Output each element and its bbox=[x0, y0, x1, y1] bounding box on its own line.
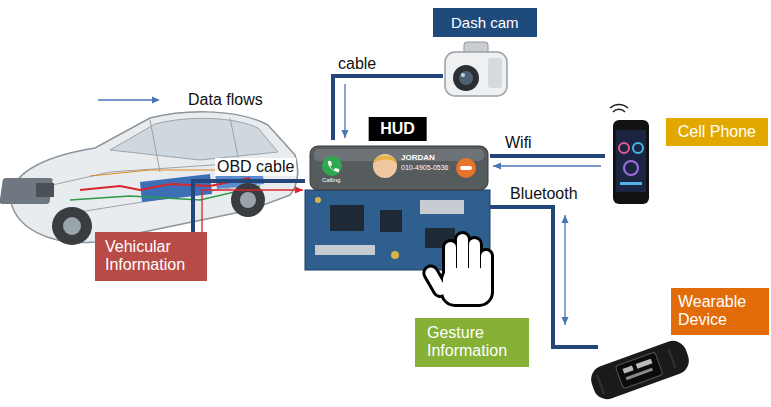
legend-arrow bbox=[152, 97, 160, 104]
car-illustration bbox=[110, 118, 278, 160]
data-flow-line bbox=[202, 190, 303, 232]
gesture-hand-icon bbox=[443, 268, 491, 304]
node-text: Vehicular Information bbox=[105, 238, 197, 275]
arrow-head bbox=[493, 163, 501, 170]
connector-label: OBD cable bbox=[215, 158, 296, 176]
device-node: Cell Phone bbox=[605, 108, 768, 208]
dash-cam-picture bbox=[453, 65, 479, 91]
screen-text: 010-4905-0536 bbox=[401, 164, 449, 172]
hud-device-picture bbox=[315, 197, 321, 203]
data-flow-line bbox=[344, 84, 345, 138]
screen-text: Calling bbox=[322, 177, 340, 184]
phone-picture bbox=[619, 143, 629, 153]
hud-device-picture bbox=[460, 166, 472, 170]
hud-device-picture bbox=[456, 158, 476, 178]
node-text: Dash cam bbox=[451, 14, 519, 31]
dash-cam-picture bbox=[445, 52, 507, 96]
hud-device-picture bbox=[314, 149, 484, 161]
gesture-hand-icon bbox=[443, 268, 491, 304]
connector-label: cable bbox=[336, 55, 378, 73]
data-flow-line bbox=[493, 165, 601, 166]
hud-label: HUD bbox=[368, 117, 427, 141]
connector bbox=[193, 181, 305, 232]
legend-arrow bbox=[98, 99, 154, 100]
hud-device-picture bbox=[420, 200, 464, 214]
hud-device-picture bbox=[310, 146, 488, 190]
node-text: Gesture Information bbox=[427, 324, 517, 361]
arrow-head bbox=[295, 187, 303, 194]
phone-picture bbox=[620, 182, 642, 185]
wearable-band-picture bbox=[587, 337, 693, 403]
phone-picture bbox=[624, 161, 638, 175]
connector bbox=[490, 156, 605, 170]
wearable-band-picture bbox=[669, 349, 676, 368]
car-illustration bbox=[90, 170, 230, 176]
hud-device-picture bbox=[380, 210, 402, 232]
hud-device-picture bbox=[322, 156, 342, 176]
arrow-head bbox=[562, 215, 569, 223]
dash-cam-picture bbox=[445, 42, 507, 96]
phone-picture bbox=[613, 120, 649, 204]
wearable-band-picture bbox=[626, 368, 653, 380]
hud-device-picture bbox=[328, 161, 339, 172]
legend-text: Data flows bbox=[188, 91, 263, 109]
wearable-band-picture bbox=[623, 365, 634, 373]
node-text: HUD bbox=[380, 120, 415, 138]
wearable-band-picture bbox=[597, 375, 604, 394]
hud-device-picture bbox=[373, 156, 397, 164]
car-illustration bbox=[0, 112, 298, 245]
gesture-hand-icon bbox=[423, 234, 491, 304]
legend-arrow bbox=[98, 97, 160, 104]
wearable-band-picture bbox=[587, 337, 693, 403]
wearable-band-picture bbox=[636, 359, 653, 369]
node-text: Cell Phone bbox=[678, 123, 756, 141]
device-label: Dash cam bbox=[433, 8, 537, 37]
dash-cam-picture bbox=[459, 71, 473, 85]
device-label: Wearable Device bbox=[671, 288, 769, 335]
hud-device-picture bbox=[391, 251, 399, 259]
device-node: HUD bbox=[305, 140, 490, 270]
hud-device-picture bbox=[330, 205, 364, 231]
hud-device-picture bbox=[373, 154, 397, 178]
info-box: Vehicular Information bbox=[95, 232, 207, 281]
car-illustration bbox=[231, 183, 265, 217]
node-text: Wearable Device bbox=[678, 293, 762, 330]
connector-label: Bluetooth bbox=[508, 185, 580, 203]
arrow-head bbox=[562, 317, 569, 325]
car-illustration bbox=[52, 207, 92, 245]
arrow-head bbox=[342, 130, 349, 138]
gesture-hand-icon bbox=[423, 234, 491, 304]
screen-text: JORDAN bbox=[401, 153, 435, 162]
phone-picture bbox=[610, 104, 649, 204]
device-node: Wearable Device bbox=[598, 288, 769, 407]
dash-cam-picture bbox=[461, 73, 465, 77]
car-illustration bbox=[240, 192, 256, 208]
device-node: Dash cam bbox=[443, 8, 540, 105]
phone-picture bbox=[633, 143, 643, 153]
phone-picture bbox=[610, 104, 628, 108]
car-illustration bbox=[36, 183, 54, 197]
dash-cam-picture bbox=[488, 58, 502, 88]
cable-line bbox=[490, 154, 605, 158]
info-box: Gesture Information bbox=[415, 318, 529, 367]
wearable-band-picture bbox=[615, 352, 663, 389]
car-illustration bbox=[63, 217, 81, 235]
phone-picture bbox=[613, 109, 625, 112]
device-label: Cell Phone bbox=[666, 118, 768, 146]
cable-line bbox=[193, 181, 305, 232]
connector-label: Wifi bbox=[503, 134, 534, 152]
gesture-hand-icon bbox=[423, 234, 491, 304]
data-flow-line bbox=[564, 215, 565, 325]
phone-picture bbox=[616, 130, 646, 192]
hud-device-picture bbox=[315, 245, 375, 255]
